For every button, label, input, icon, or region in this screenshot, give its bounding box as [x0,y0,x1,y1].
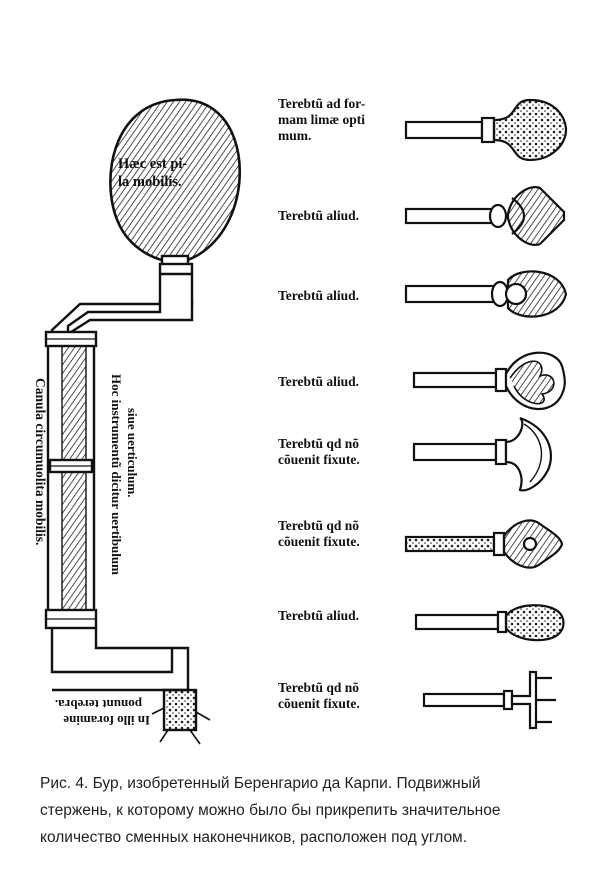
drill-brace [44,98,242,745]
bit-label-7: Terebtũ aliud. [278,608,359,623]
bit-1-drawing [404,98,568,162]
bit-6-drawing [404,519,564,569]
rod-label-mid: Hoc instrumentũ dicitur uertibulum siue … [109,374,140,578]
bit-2-drawing [404,186,566,246]
bit-label-2: Terebtũ aliud. [278,208,359,223]
figure-caption: Рис. 4. Бур, изобретенный Беренгарио да … [40,770,580,851]
caption-line: количество сменных наконечников, располо… [40,829,468,846]
rod-label-left: Canula circumuolita mobilis. [33,378,48,545]
balloon-label: Hæc est pi- la mobilis. [118,156,191,190]
chuck [162,688,198,732]
bit-label-3: Terebtũ aliud. [278,288,359,303]
bit-4-drawing [412,351,566,411]
bit-7-drawing [414,604,565,642]
bit-5-drawing [412,416,553,492]
upper-crank [66,300,194,337]
caption-line: стержень, к которому можно было бы прикр… [40,802,501,819]
bit-label-4: Terebtũ aliud. [278,374,359,389]
drill-illustration: Hæc est pi- la mobilis. Canula circumuol… [33,96,568,745]
bit-3-drawing [404,270,568,318]
bottom-label: In illo foramine ponunt terebra. [55,697,150,728]
caption-line: Рис. 4. Бур, изобретенный Беренгарио да … [40,775,481,792]
pommel-neck [158,262,194,306]
lower-crank [50,628,190,692]
bit-8-drawing [422,670,556,730]
